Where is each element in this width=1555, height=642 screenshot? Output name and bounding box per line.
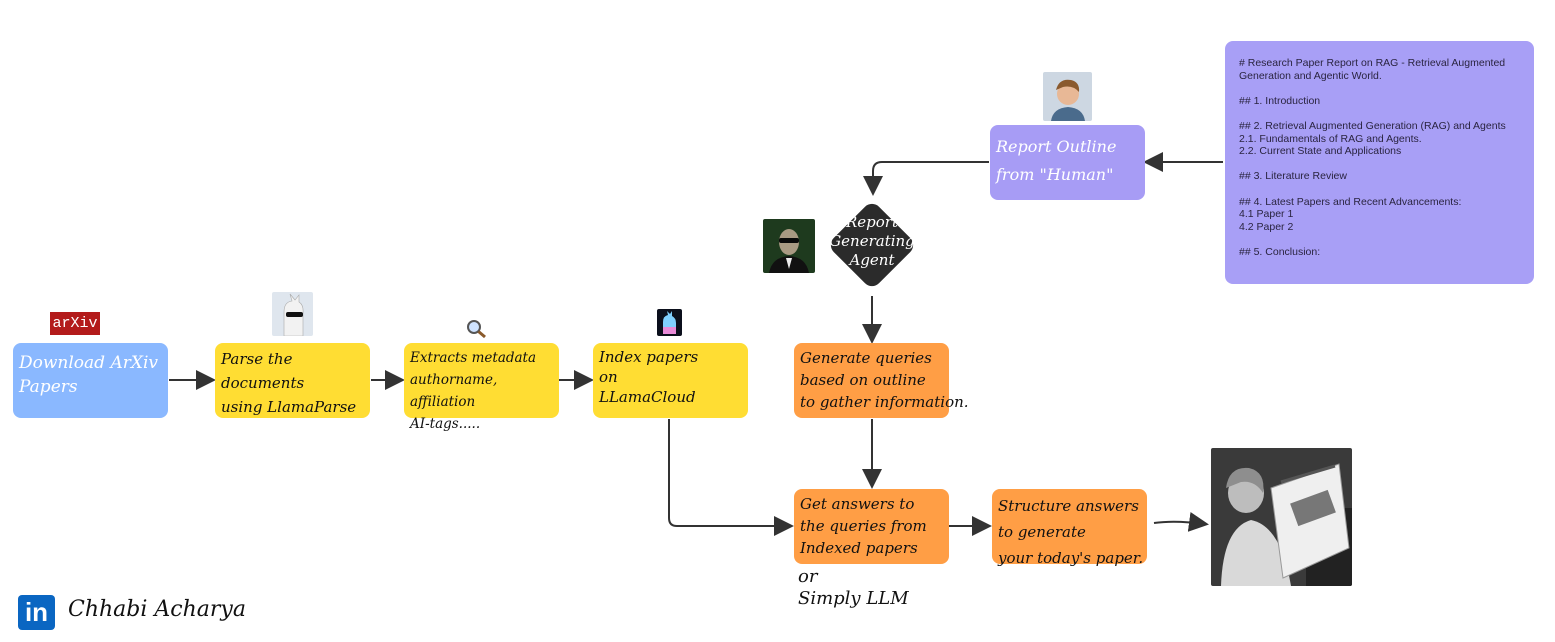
node-download-arxiv: Download ArXiv Papers [13,343,168,418]
llama-icon [272,292,313,336]
node-parse-documents: Parse the documents using LlamaParse [215,343,370,418]
newspaper-photo [1211,448,1352,586]
node-structure-answers: Structure answers to generate your today… [992,489,1147,567]
arrow-structure-newspaper [1153,511,1209,532]
node-report-outline: Report Outline from "Human" [990,125,1145,200]
report-outline-panel: # Research Paper Report on RAG - Retriev… [1225,41,1534,284]
linkedin-icon: in [18,595,55,630]
annotation-or-simply-llm: or Simply LLM [798,566,909,609]
agent-diamond [830,203,914,287]
human-avatar [1043,72,1092,121]
node-report-generating-agent: Report Generating Agent [829,213,915,269]
arrow-outline-agent [863,161,989,196]
llamacloud-icon [657,309,682,336]
node-get-answers: Get answers to the queries from Indexed … [794,489,949,564]
arrow-index-get-answers [668,419,794,536]
magnifier-icon [467,320,486,339]
agent-avatar [763,219,815,273]
node-extract-metadata: Extracts metadata authorname, affiliatio… [404,343,559,432]
node-index-papers: Index papers on LLamaCloud [593,343,748,418]
author-name: Chhabi Acharya [68,597,246,622]
node-generate-queries: Generate queries based on outline to gat… [794,343,969,418]
arxiv-logo: arXiv [50,312,100,335]
